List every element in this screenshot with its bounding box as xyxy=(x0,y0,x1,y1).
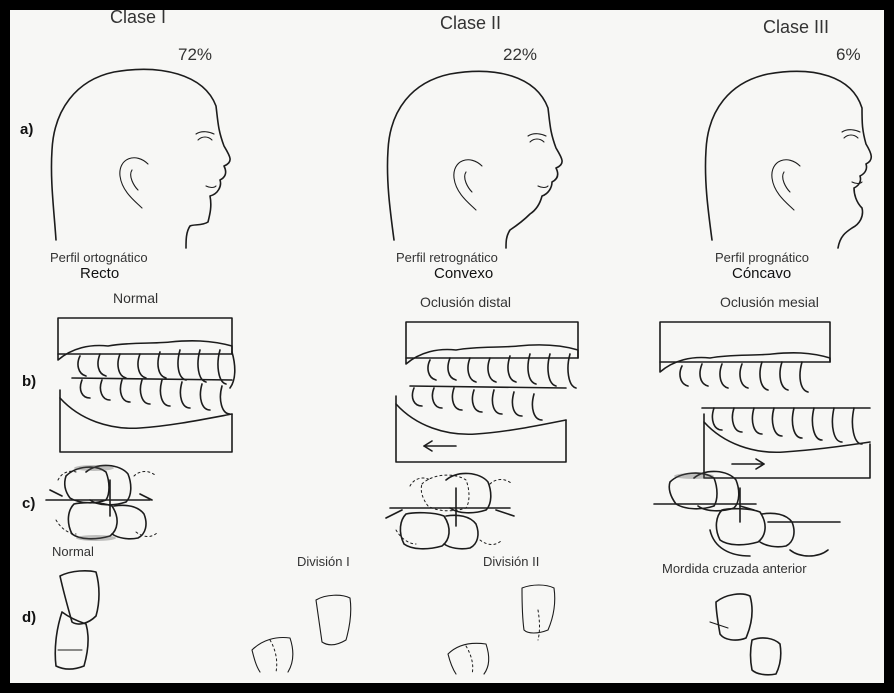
occlusion-model-distal xyxy=(396,322,578,462)
line-drawings xyxy=(10,10,884,683)
head-profile-class-1 xyxy=(51,69,230,248)
occlusion-model-normal xyxy=(58,318,235,452)
head-profile-class-3 xyxy=(705,71,871,248)
incisor-relation-anterior-crossbite xyxy=(710,594,781,675)
incisor-relation-normal xyxy=(55,571,99,669)
incisor-relation-division-1 xyxy=(252,595,351,672)
occlusion-model-mesial xyxy=(660,322,870,478)
molar-relation-normal xyxy=(46,465,158,541)
molar-relation-distal xyxy=(386,473,514,548)
head-profile-class-2 xyxy=(387,71,562,248)
molar-relation-mesial xyxy=(654,471,840,556)
malocclusion-classification-figure: Clase I 72% Clase II 22% Clase III 6% a)… xyxy=(10,10,884,683)
incisor-relation-division-2 xyxy=(448,585,555,674)
